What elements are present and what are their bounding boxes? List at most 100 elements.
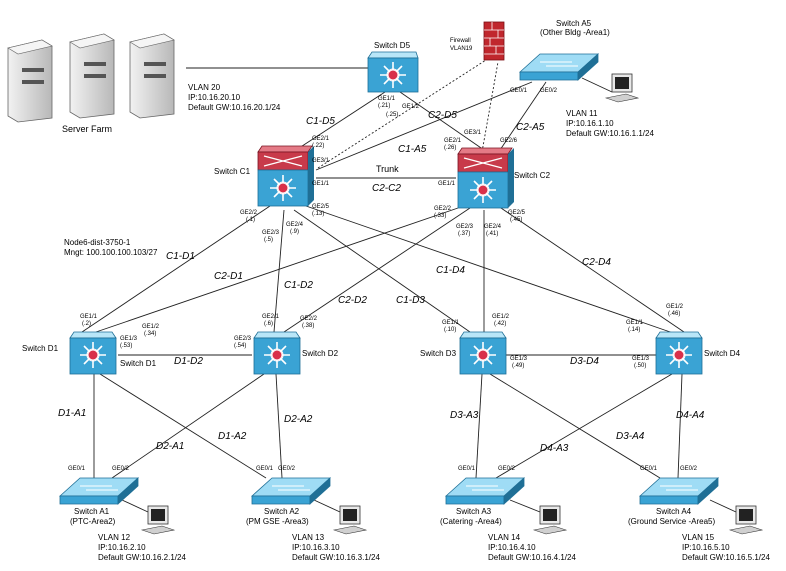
c1-port-ge22: GE2/2 xyxy=(240,210,258,216)
host-a5: VLAN 11 IP:10.16.1.10 Default GW:10.16.1… xyxy=(566,73,654,138)
c2-port-ge22-ip: (.33) xyxy=(434,213,446,219)
c1-port-ge11: GE1/1 xyxy=(312,181,330,187)
link-label-c1-a5: C1-A5 xyxy=(398,144,427,155)
d1-port-ge11: GE1/1 xyxy=(80,314,98,320)
link-c2-d2 xyxy=(283,207,471,333)
d5-port-ge12: GE1/2 xyxy=(402,104,420,110)
c1-port-ge22-ip: (.1) xyxy=(246,217,255,223)
link-a3-host xyxy=(509,499,541,513)
firewall-label: Firewall xyxy=(450,38,471,44)
host-a4-ip: IP:10.16.5.10 xyxy=(682,543,730,552)
switch-a3-subtitle: (Catering -Area4) xyxy=(440,517,502,526)
link-a5-host xyxy=(581,77,613,93)
link-a2-host xyxy=(313,499,341,513)
a1-port-ge01: GE0/1 xyxy=(68,466,86,472)
d2-port-ge21: GE2/1 xyxy=(262,314,280,320)
c1-port-ge21-ip: (.22) xyxy=(312,143,324,149)
switch-d3-name: Switch D3 xyxy=(420,349,457,358)
server-icon xyxy=(69,33,115,119)
c1-port-ge23: GE2/3 xyxy=(262,230,280,236)
switch-a5-name: Switch A5 xyxy=(556,19,592,28)
server-icon xyxy=(7,39,53,123)
switch-a2[interactable]: GE0/1 GE0/2 Switch A2 (PM GSE -Area3) xyxy=(246,466,332,526)
switch-d3[interactable]: Switch D3 GE1/1 (.10) GE1/2 (.42) GE1/3 … xyxy=(420,314,528,375)
switch-a3-name: Switch A3 xyxy=(456,507,492,516)
d5-port-ge11: GE1/1 xyxy=(378,96,396,102)
a1-port-ge02: GE0/2 xyxy=(112,466,130,472)
firewall-icon xyxy=(483,21,505,61)
link-label-d3-a3: D3-A3 xyxy=(450,410,479,421)
switch-a4-name: Switch A4 xyxy=(656,507,692,516)
switch-a1[interactable]: GE0/1 GE0/2 Switch A1 (PTC-Area2) xyxy=(58,466,140,526)
switch-a3[interactable]: GE0/1 GE0/2 Switch A3 (Catering -Area4) xyxy=(440,466,526,526)
link-label-c2-d4: C2-D4 xyxy=(582,257,611,268)
l3-switch-icon xyxy=(367,51,419,93)
d4-port-ge13-ip: (.50) xyxy=(634,363,646,369)
switch-a5[interactable]: Switch A5 (Other Bldg -Area1) GE0/1 GE0/… xyxy=(510,19,610,94)
link-label-d4-a3: D4-A3 xyxy=(540,443,569,454)
workstation-icon xyxy=(604,73,640,103)
d2-port-ge22-ip: (.38) xyxy=(302,323,314,329)
host-a2-vlan: VLAN 13 xyxy=(292,533,325,542)
d3-port-ge12-ip: (.42) xyxy=(494,321,506,327)
l2-switch-icon xyxy=(638,477,720,505)
c1-port-ge25-ip: (.13) xyxy=(312,211,324,217)
link-label-c2-d1: C2-D1 xyxy=(214,271,243,282)
server-farm-caption: Server Farm xyxy=(62,124,112,134)
switch-a2-subtitle: (PM GSE -Area3) xyxy=(246,517,309,526)
workstation-icon xyxy=(532,505,568,535)
switch-d1-name: Switch D1 xyxy=(22,344,59,353)
l3-switch-icon xyxy=(655,331,703,375)
switch-d2[interactable]: Switch D2 GE2/1 (.6) GE2/2 (.38) GE2/3 (… xyxy=(234,314,339,375)
link-d3-a3 xyxy=(475,373,483,479)
c1-port-ge24: GE2/4 xyxy=(286,222,304,228)
workstation-icon xyxy=(728,505,764,535)
a3-port-ge01: GE0/1 xyxy=(458,466,476,472)
d4-port-ge13: GE1/3 xyxy=(632,356,650,362)
node-mgmt: Mngt: 100.100.100.103/27 xyxy=(64,248,158,257)
switch-d4[interactable]: Switch D4 GE1/1 (.14) GE1/2 (.46) GE1/3 … xyxy=(626,304,741,375)
server-farm-ip: IP:10.16.20.10 xyxy=(188,93,241,102)
a4-port-ge01: GE0/1 xyxy=(640,466,658,472)
server-icon xyxy=(129,33,175,119)
host-a1-gw: Default GW:10.16.2.1/24 xyxy=(98,553,186,562)
link-c1-d1 xyxy=(81,205,271,333)
host-a2: VLAN 13 IP:10.16.3.10 Default GW:10.16.3… xyxy=(292,505,380,562)
link-label-d1-a2: D1-A2 xyxy=(218,431,247,442)
link-c2-firewall xyxy=(481,61,499,153)
c2-port-ge24: GE2/4 xyxy=(484,224,502,230)
host-a5-gw: Default GW:10.16.1.1/24 xyxy=(566,129,654,138)
switch-d5[interactable]: Switch D5 GE1/1 (.21) GE1/2 (.25) xyxy=(367,41,420,118)
switch-c2[interactable]: Switch C2 GE3/1 GE2/1 (.26) GE2/6 GE1/1 … xyxy=(434,130,551,237)
c2-port-ge23: GE2/3 xyxy=(456,224,474,230)
host-a1-ip: IP:10.16.2.10 xyxy=(98,543,146,552)
workstation-icon xyxy=(140,505,176,535)
switch-d4-name: Switch D4 xyxy=(704,349,741,358)
link-c2-d5 xyxy=(399,91,485,151)
d1-port-ge12: GE1/2 xyxy=(142,324,160,330)
switch-c1-name: Switch C1 xyxy=(214,167,251,176)
switch-a1-name: Switch A1 xyxy=(74,507,110,516)
d5-port-ge12-ip: (.25) xyxy=(386,112,398,118)
link-label-d3-d4: D3-D4 xyxy=(570,356,599,367)
link-c1-firewall xyxy=(317,59,487,169)
core-switch-icon xyxy=(457,147,514,209)
link-d4-a3 xyxy=(495,373,673,479)
link-c1-a5 xyxy=(315,81,533,171)
c2-port-ge11: GE1/1 xyxy=(438,181,456,187)
link-label-c2-c2: C2-C2 xyxy=(372,183,401,194)
link-label-c1-d5: C1-D5 xyxy=(306,116,335,127)
l2-switch-icon xyxy=(444,477,526,505)
link-label-c2-d2: C2-D2 xyxy=(338,295,367,306)
switch-d2-name: Switch D2 xyxy=(302,349,339,358)
switch-a4[interactable]: GE0/1 GE0/2 Switch A4 (Ground Service -A… xyxy=(628,466,720,526)
c1-port-ge23-ip: (.5) xyxy=(264,237,273,243)
a4-port-ge02: GE0/2 xyxy=(680,466,698,472)
l2-switch-icon xyxy=(518,53,600,81)
link-label-c1-d2: C1-D2 xyxy=(284,280,313,291)
c2-port-ge24-ip: (.41) xyxy=(486,231,498,237)
a3-port-ge02: GE0/2 xyxy=(498,466,516,472)
switch-c1[interactable]: Switch C1 GE2/1 (.22) GE3/1 GE1/1 GE2/2 … xyxy=(214,136,330,243)
switch-d1[interactable]: Switch D1 Switch D1 GE1/1 (.2) GE1/2 (.3… xyxy=(22,314,160,375)
